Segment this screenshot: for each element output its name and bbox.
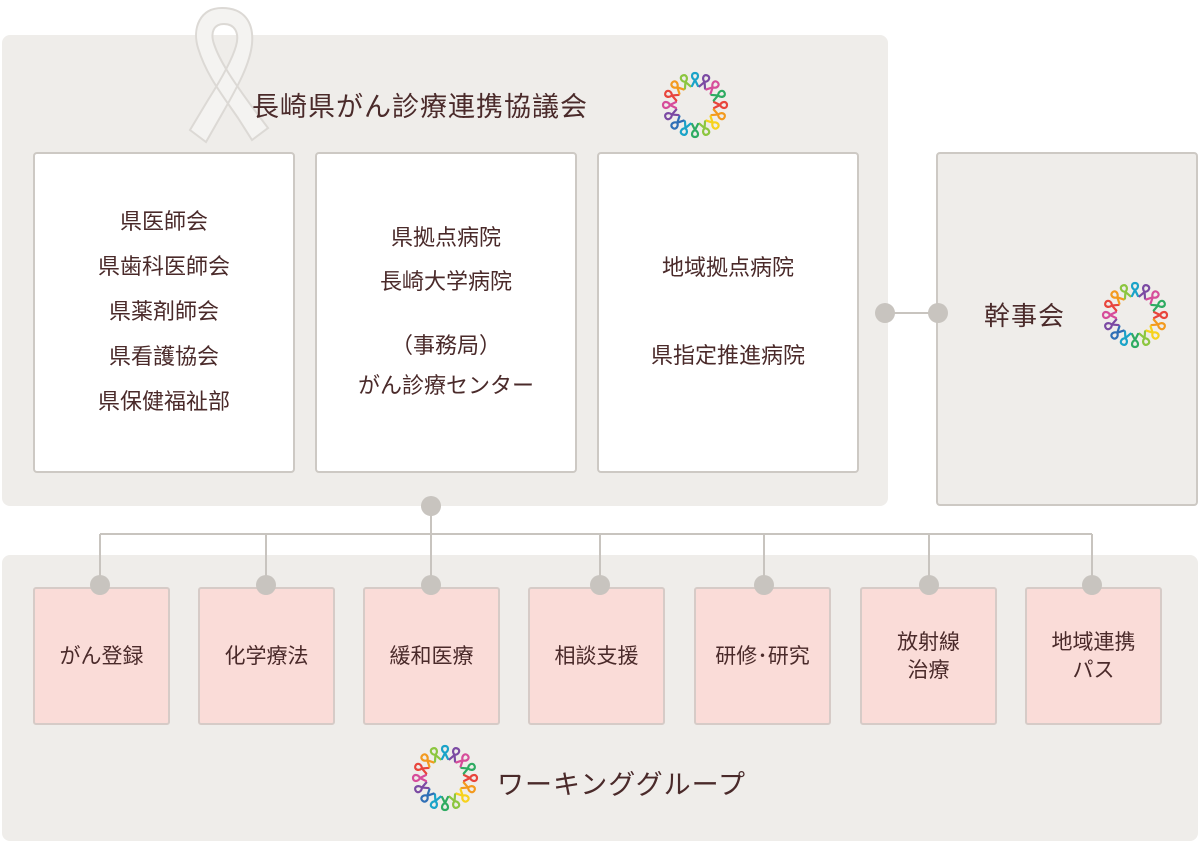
- ribbon-mark: [440, 795, 450, 812]
- ribbon-mark: [710, 89, 726, 102]
- ribbon-mark: [1130, 332, 1140, 349]
- ribbon-mark: [705, 80, 720, 95]
- ribbon-mark: [1150, 318, 1166, 331]
- ribbon-mark: [462, 773, 479, 783]
- ribbon-mark: [679, 120, 692, 136]
- ribbon-mark: [670, 80, 685, 95]
- wg-label: 放射線: [897, 629, 960, 654]
- ribbon-mark: [1110, 325, 1125, 340]
- wg-label: 化学療法: [224, 643, 309, 668]
- ribbon-mark: [698, 74, 711, 90]
- wg-label: 地域連携: [1051, 629, 1136, 654]
- ribbon-mark: [429, 747, 442, 763]
- member-pharmacist-association: 県薬剤師会: [108, 299, 219, 325]
- working-group-title: ワーキンググループ: [497, 770, 747, 801]
- ribbon-mark: [664, 89, 680, 102]
- ribbon-mark: [414, 781, 430, 794]
- nagasaki-university-hospital: 長崎大学病院: [379, 269, 512, 295]
- wg-cancer-registry: がん登録: [33, 587, 170, 725]
- ribbon-mark: [455, 753, 470, 768]
- ribbon-mark: [411, 773, 428, 783]
- executive-committee-box: 幹事会: [936, 152, 1198, 506]
- member-nursing-association: 県看護協会: [108, 344, 219, 370]
- ribbon-mark: [460, 762, 476, 775]
- wg-label: 緩和医療: [389, 643, 474, 668]
- cancer-center: がん診療センター: [357, 373, 534, 399]
- ribbon-mark: [690, 122, 700, 139]
- member-organizations-box: 県医師会 県歯科医師会 県薬剤師会 県看護協会 県保健福祉部: [33, 152, 295, 473]
- ribbon-mark: [448, 793, 461, 809]
- ribbon-ring-icon: [411, 744, 479, 812]
- ribbon-mark: [1138, 330, 1151, 346]
- ribbon-ring-icon: [661, 71, 729, 139]
- secretariat-label: （事務局）: [390, 333, 501, 359]
- ribbon-mark: [440, 744, 450, 761]
- council-title: 長崎県がん診療連携協議会: [252, 92, 588, 123]
- ribbon-mark: [1119, 330, 1132, 346]
- ribbon-mark: [460, 781, 476, 794]
- ribbon-mark: [420, 753, 435, 768]
- ribbon-mark: [679, 74, 692, 90]
- ribbon-mark: [1150, 299, 1166, 312]
- ribbon-mark: [710, 108, 726, 121]
- member-health-welfare-dept: 県保健福祉部: [97, 389, 230, 415]
- ribbon-mark: [1104, 299, 1120, 312]
- wg-label: 研修･研究: [715, 643, 810, 668]
- wg-label: 治療: [907, 658, 950, 682]
- wg-radiation-therapy: 放射線 治療: [860, 587, 997, 725]
- white-ribbon-icon: [188, 6, 270, 144]
- ribbon-mark: [698, 120, 711, 136]
- ribbon-mark: [670, 115, 685, 130]
- ribbon-mark: [1119, 284, 1132, 300]
- wg-label: パス: [1072, 658, 1115, 682]
- designated-promotion-hospital: 県指定推進病院: [650, 343, 805, 369]
- wg-consultation-support: 相談支援: [528, 587, 665, 725]
- wg-label: 相談支援: [554, 643, 639, 668]
- ribbon-mark: [455, 788, 470, 803]
- ribbon-mark: [1130, 281, 1140, 298]
- wg-label: がん登録: [59, 643, 144, 668]
- ribbon-mark: [705, 115, 720, 130]
- wg-palliative-care: 緩和医療: [363, 587, 500, 725]
- ribbon-mark: [1138, 284, 1151, 300]
- ribbon-mark: [414, 762, 430, 775]
- ribbon-mark: [1101, 310, 1118, 320]
- executive-committee-title: 幹事会: [984, 302, 1066, 332]
- member-medical-association: 県医師会: [119, 209, 208, 235]
- ribbon-mark: [1104, 318, 1120, 331]
- member-dental-association: 県歯科医師会: [97, 254, 230, 280]
- ribbon-mark: [664, 108, 680, 121]
- ribbon-mark: [1152, 310, 1169, 320]
- wg-regional-pathway: 地域連携 パス: [1025, 587, 1162, 725]
- regional-core-hospital: 地域拠点病院: [661, 255, 794, 281]
- ribbon-mark: [1145, 290, 1160, 305]
- ribbon-mark: [429, 793, 442, 809]
- ribbon-mark: [420, 788, 435, 803]
- regional-hospitals-box: 地域拠点病院 県指定推進病院: [597, 152, 859, 473]
- ribbon-mark: [1145, 325, 1160, 340]
- core-hospitals-box: 県拠点病院 長崎大学病院 （事務局） がん診療センター: [315, 152, 577, 473]
- ribbon-mark: [661, 100, 678, 110]
- ribbon-mark: [1110, 290, 1125, 305]
- prefectural-core-hospital: 県拠点病院: [390, 225, 501, 251]
- ribbon-mark: [448, 747, 461, 763]
- wg-training-research: 研修･研究: [694, 587, 831, 725]
- ribbon-mark: [690, 71, 700, 88]
- ribbon-mark: [712, 100, 729, 110]
- ribbon-ring-icon: [1101, 281, 1169, 349]
